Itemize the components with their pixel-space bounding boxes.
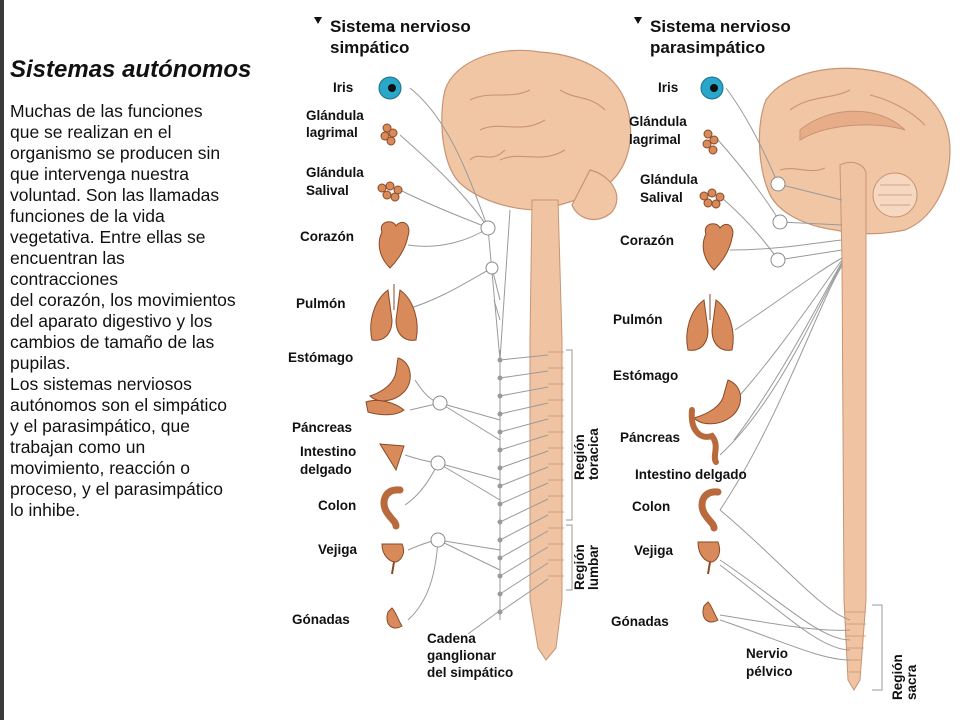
s-label-salival-1: Glándula — [306, 165, 364, 180]
p-label-lagrimal-1: Glándula — [629, 114, 687, 129]
p-label-corazon: Corazón — [620, 233, 674, 248]
sympathetic-arrow-icon — [314, 17, 322, 24]
description-line: Los sistemas nerviosos — [10, 374, 192, 394]
s-label-lagrimal-1: Glándula — [306, 108, 364, 123]
sympathetic-colon — [380, 486, 404, 530]
parasympathetic-salivary-gland — [699, 188, 725, 209]
p-label-pulmon: Pulmón — [613, 312, 663, 327]
parasympathetic-iris — [700, 76, 724, 100]
region-sacra-line2: sacra — [904, 664, 919, 700]
sympathetic-lungs — [370, 284, 418, 341]
sympathetic-ganglia — [430, 220, 499, 548]
sympathetic-stomach — [369, 357, 411, 402]
region-lumbar-line2: lumbar — [586, 544, 601, 590]
cadena-line2: ganglionar — [427, 648, 497, 663]
region-sacra-line1: Región — [890, 654, 905, 700]
parasympathetic-gonads — [702, 601, 719, 623]
parasympathetic-nerves — [717, 87, 851, 661]
description-line: del aparato digestivo y los — [10, 311, 213, 331]
description-line: que se realizan en el — [10, 122, 172, 142]
parasympathetic-ganglia — [770, 176, 788, 268]
description-line: trabajan como un — [10, 437, 146, 457]
p-label-lagrimal-2: lagrimal — [629, 132, 681, 147]
p-label-vejiga: Vejiga — [634, 543, 674, 558]
p-label-salival-2: Salival — [640, 190, 683, 205]
cadena-line1: Cadena — [427, 631, 476, 646]
description-line: proceso, y el parasimpático — [10, 479, 224, 499]
sympathetic-salivary-gland — [377, 181, 403, 202]
sympathetic-heart — [378, 221, 410, 269]
description-line: que intervenga nuestra — [10, 164, 190, 184]
parasympathetic-header-line2: parasimpático — [650, 38, 765, 57]
description-line: voluntad. Son las llamadas — [10, 185, 220, 205]
sympathetic-header-line1: Sistema nervioso — [330, 17, 471, 36]
sympathetic-lacrimal-gland — [380, 123, 398, 146]
p-label-intestino: Intestino delgado — [635, 467, 747, 482]
parasympathetic-bladder — [697, 541, 721, 563]
s-label-colon: Colon — [318, 498, 356, 513]
s-label-intestino-2: delgado — [300, 462, 352, 477]
s-label-iris: Iris — [333, 80, 353, 95]
s-label-corazon: Corazón — [300, 229, 354, 244]
region-lumbar-line1: Región — [572, 544, 587, 590]
region-toracica-line1: Región — [572, 434, 587, 480]
description-line: y el parasimpático, que — [10, 416, 190, 436]
description-line: del corazón, los movimientos — [10, 290, 236, 310]
parasympathetic-stomach — [693, 379, 741, 425]
parasympathetic-spinal-cord — [839, 161, 867, 691]
description-line: funciones de la vida — [10, 206, 165, 226]
s-label-lagrimal-2: lagrimal — [306, 125, 358, 140]
sympathetic-bladder — [381, 543, 405, 563]
parasympathetic-header-line1: Sistema nervioso — [650, 17, 791, 36]
description-line: lo inhibe. — [10, 500, 81, 520]
sympathetic-spinal-cord — [529, 199, 563, 661]
description-line: contracciones — [10, 269, 118, 289]
nervio-pelvico-line2: pélvico — [746, 664, 793, 679]
description-line: Muchas de las funciones — [10, 101, 203, 121]
parasympathetic-diagram: Sistema nervioso parasimpático Región sa… — [611, 17, 951, 700]
sympathetic-gonads — [386, 607, 403, 629]
nervio-pelvico-line1: Nervio — [746, 646, 788, 661]
page-title: Sistemas autónomos — [10, 56, 252, 83]
s-label-intestino-1: Intestino — [300, 444, 356, 459]
sympathetic-header-line2: simpático — [330, 38, 409, 57]
s-label-salival-2: Salival — [306, 183, 349, 198]
left-border — [0, 0, 4, 720]
s-label-pancreas: Páncreas — [292, 420, 352, 435]
s-label-gonadas: Gónadas — [292, 612, 350, 627]
description-line: pupilas. — [10, 353, 71, 373]
parasympathetic-lungs — [686, 294, 734, 351]
p-label-salival-1: Glándula — [640, 172, 698, 187]
description-line: autónomos son el simpático — [10, 395, 227, 415]
text-panel: Sistemas autónomos Muchas de las funcion… — [10, 55, 272, 521]
region-toracica-line2: toracica — [586, 428, 601, 480]
p-label-colon: Colon — [632, 499, 670, 514]
cadena-line3: del simpático — [427, 665, 513, 680]
s-label-estomago: Estómago — [288, 350, 353, 365]
s-label-vejiga: Vejiga — [318, 542, 358, 557]
sympathetic-cerebellum — [571, 169, 618, 221]
sympathetic-diagram: Sistema nervioso simpático Región toraci… — [288, 17, 632, 680]
parasympathetic-heart — [702, 223, 734, 271]
p-label-estomago: Estómago — [613, 368, 678, 383]
parasympathetic-pancreas — [688, 407, 719, 465]
parasympathetic-colon — [698, 488, 722, 532]
description-line: organismo se producen sin — [10, 143, 221, 163]
sympathetic-iris — [378, 76, 402, 100]
p-label-pancreas: Páncreas — [620, 430, 680, 445]
description-line: encuentran las — [10, 248, 125, 268]
p-label-gonadas: Gónadas — [611, 614, 669, 629]
s-label-pulmon: Pulmón — [296, 296, 346, 311]
sympathetic-pancreas — [365, 399, 405, 416]
description-line: cambios de tamaño de las — [10, 332, 215, 352]
parasympathetic-arrow-icon — [634, 17, 642, 24]
p-label-iris: Iris — [658, 80, 678, 95]
description-line: vegetativa. Entre ellas se — [10, 227, 206, 247]
sympathetic-small-intestine — [379, 443, 405, 472]
description-line: movimiento, reacción o — [10, 458, 190, 478]
parasympathetic-lacrimal-gland — [702, 129, 719, 155]
